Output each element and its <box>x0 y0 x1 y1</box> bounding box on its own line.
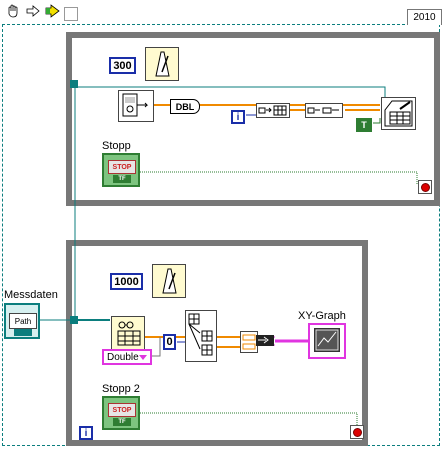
path-control-terminal-icon <box>14 329 32 336</box>
xy-graph-terminal[interactable] <box>308 323 346 359</box>
run-icon[interactable] <box>44 2 62 20</box>
wait-metronome-icon-2[interactable] <box>152 264 186 298</box>
stop-button-2[interactable]: STOP TF <box>102 396 140 430</box>
arrow-right-icon[interactable] <box>24 2 42 20</box>
write-spreadsheet-icon[interactable] <box>381 97 416 130</box>
tick-count-icon[interactable] <box>118 90 154 122</box>
graph-icon <box>314 328 340 352</box>
to-double-conversion[interactable]: DBL <box>170 99 200 114</box>
true-constant[interactable]: T <box>356 118 372 132</box>
wait-ms-constant-2[interactable]: 1000 <box>110 273 143 290</box>
version-tab: 2010 <box>407 9 442 25</box>
chevron-down-icon <box>139 355 147 360</box>
bundle-arrow-icon <box>256 335 274 346</box>
loop-condition-2-icon[interactable] <box>350 425 364 439</box>
type-selector-value: Double <box>107 351 139 363</box>
stop-label-2: Stopp 2 <box>102 383 140 395</box>
stop-label-1: Stopp <box>102 140 131 152</box>
path-control-text: Path <box>9 313 37 329</box>
graph-label: XY-Graph <box>298 310 346 322</box>
stop-button-2-tf: TF <box>113 418 131 426</box>
iteration-terminal-1: i <box>231 110 245 124</box>
stop-button-1[interactable]: STOP TF <box>102 153 140 187</box>
path-wire <box>40 86 386 321</box>
wait-ms-constant[interactable]: 300 <box>109 57 136 74</box>
stop-button-1-tf: TF <box>113 175 131 183</box>
path-control-label: Messdaten <box>4 289 58 301</box>
index-array-icon[interactable] <box>185 310 217 362</box>
iteration-terminal-2: i <box>79 426 93 440</box>
path-control[interactable]: Path <box>4 303 40 339</box>
divider <box>64 7 78 21</box>
index-constant[interactable]: 0 <box>163 334 176 350</box>
type-selector[interactable]: Double <box>102 349 152 365</box>
read-spreadsheet-icon[interactable] <box>111 316 145 350</box>
insert-into-array-icon[interactable] <box>305 103 343 118</box>
wait-metronome-icon[interactable] <box>145 47 179 81</box>
build-array-icon[interactable] <box>256 103 290 118</box>
toolbar <box>0 0 444 24</box>
stop-button-1-text: STOP <box>108 160 136 174</box>
stop-button-2-text: STOP <box>108 403 136 417</box>
hand-icon[interactable] <box>4 2 22 20</box>
loop-condition-1-icon[interactable] <box>418 180 432 194</box>
